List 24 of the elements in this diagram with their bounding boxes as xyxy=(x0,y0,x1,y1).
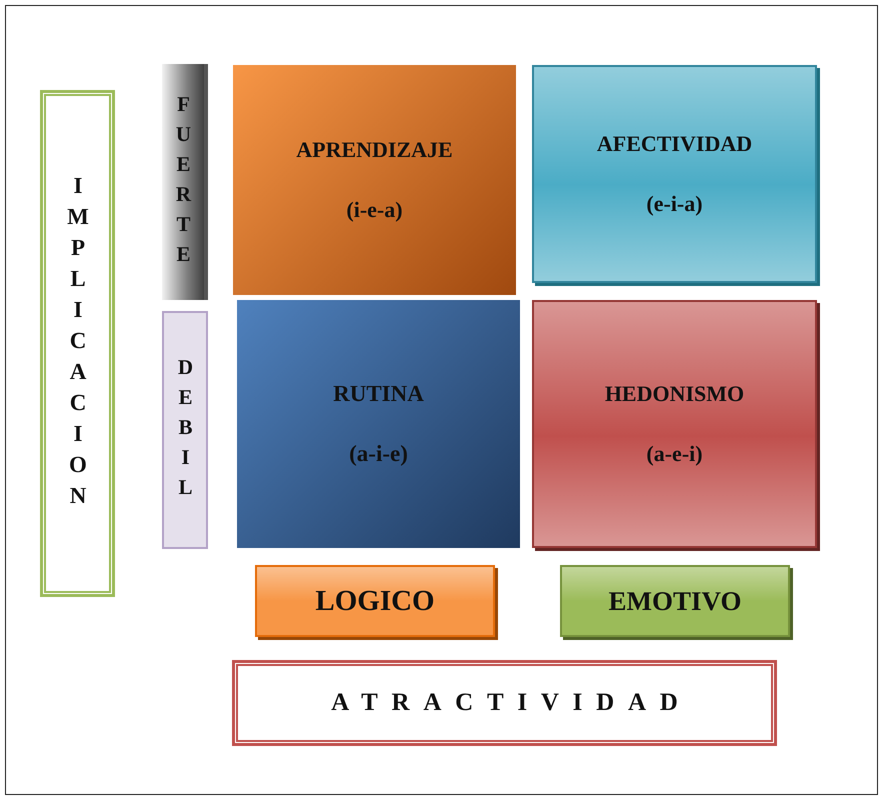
axis-label-panel xyxy=(40,90,115,597)
heading: HEDONISMO xyxy=(604,381,744,407)
axis-label-panel xyxy=(232,660,777,746)
code-label: (a-i-e) xyxy=(349,441,408,467)
heading: LOGICO xyxy=(315,584,435,618)
heading: RUTINA xyxy=(333,381,424,407)
level-label-panel xyxy=(162,64,208,300)
vertical-label: IMPLICACION xyxy=(64,173,90,514)
level-label-panel xyxy=(162,311,208,549)
code-label: (a-e-i) xyxy=(646,441,703,467)
vertical-label: DEBIL xyxy=(172,355,198,505)
quadrant-box xyxy=(532,65,817,283)
quadrant-box xyxy=(237,300,520,548)
heading: AFECTIVIDAD xyxy=(596,131,752,157)
vertical-label: FUERTE xyxy=(170,92,196,272)
heading: APRENDIZAJE xyxy=(296,137,453,163)
quadrant-box xyxy=(233,65,516,295)
code-label: (e-i-a) xyxy=(646,191,703,217)
category-label-box xyxy=(255,565,495,637)
quadrant-box xyxy=(532,300,817,548)
code-label: (i-e-a) xyxy=(346,197,403,223)
heading: EMOTIVO xyxy=(608,586,742,616)
heading: ATRACTIVIDAD xyxy=(331,689,692,717)
category-label-box xyxy=(560,565,790,637)
